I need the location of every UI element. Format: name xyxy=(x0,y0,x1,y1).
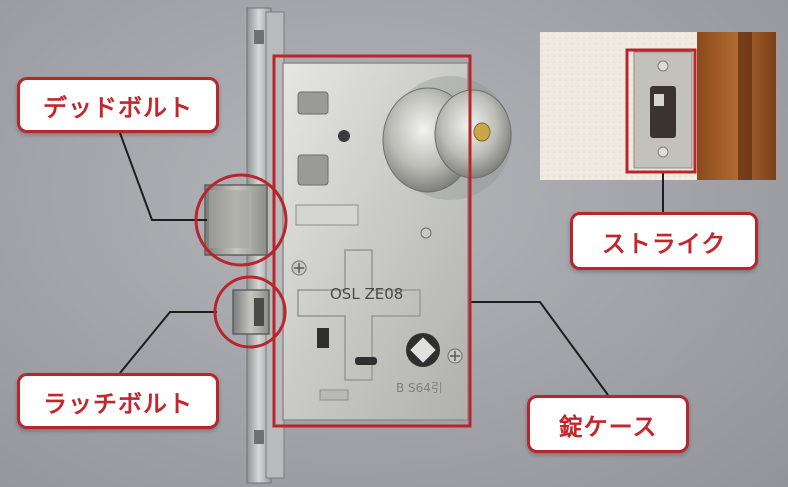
case-serial-marking: B S64引 xyxy=(396,381,443,395)
highlights xyxy=(194,48,697,428)
strike-photo xyxy=(540,32,776,180)
lock-case-body: OSL ZE08 B S64引 xyxy=(282,62,512,421)
strike-highlight xyxy=(625,48,697,174)
deadbolt xyxy=(204,184,268,256)
lock-case-highlight xyxy=(272,54,472,428)
case-model-marking: OSL ZE08 xyxy=(330,285,403,303)
deadbolt-highlight xyxy=(194,173,288,267)
label-latch-bolt: ラッチボルト xyxy=(17,373,219,429)
latch-bolt-highlight xyxy=(213,275,287,349)
leader-lines xyxy=(119,132,664,396)
label-lock-case: 錠ケース xyxy=(527,395,689,453)
label-deadbolt: デッドボルト xyxy=(17,77,219,133)
latch-bolt xyxy=(232,289,270,335)
label-strike: ストライク xyxy=(570,212,758,270)
